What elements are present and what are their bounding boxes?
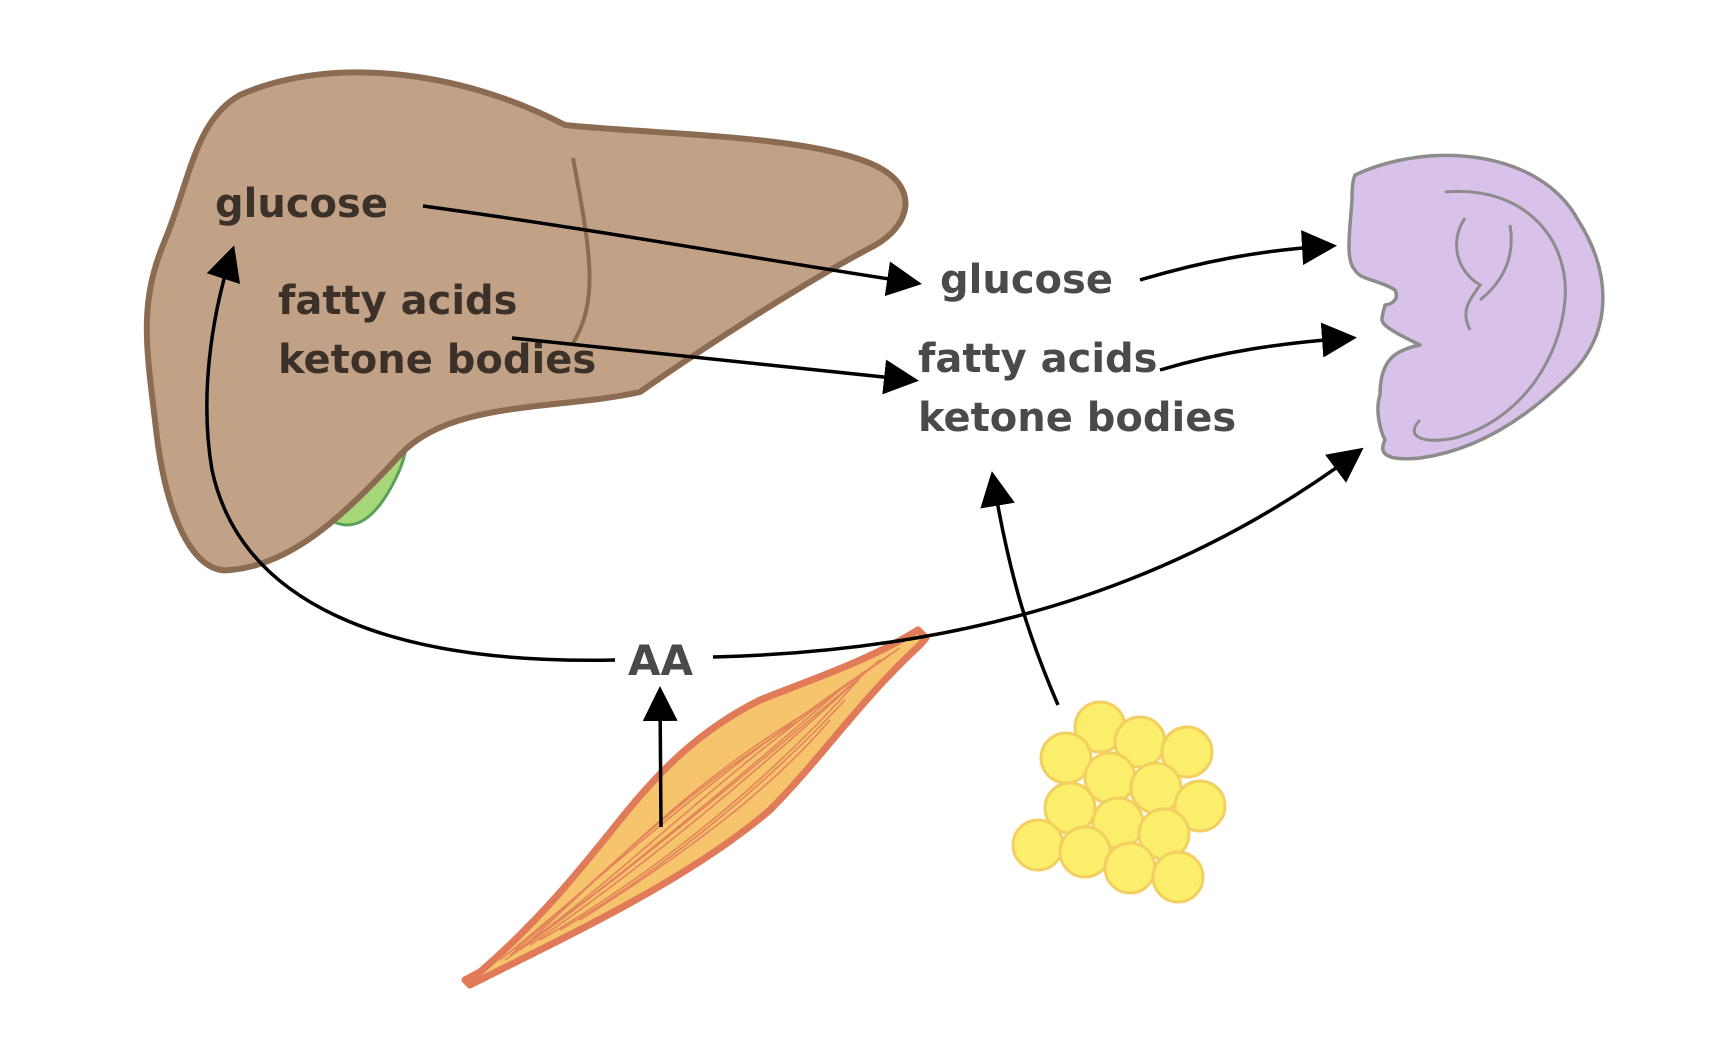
arrow-blood-glucose-to-fetus <box>1139 230 1337 282</box>
arrow-liver-glucose-to-blood <box>422 204 922 297</box>
liver-lobe-line <box>570 157 592 347</box>
liver-fatty-acids-label: fatty acids <box>278 278 518 324</box>
arrow-fat-to-blood-fatty-acids <box>980 471 1060 706</box>
fetus-limb-2 <box>1479 224 1513 302</box>
arrow-aa-to-liver-glucose <box>205 245 616 663</box>
amino-acids-label: AA <box>628 636 694 685</box>
blood-glucose-label: glucose <box>940 257 1113 303</box>
liver <box>143 69 909 574</box>
liver-glucose-label: glucose <box>215 181 388 227</box>
arrow-liver-fatty-acids-to-blood <box>511 336 919 395</box>
fetus-limb <box>1455 217 1483 331</box>
blood-fatty-acids-label: fatty acids <box>918 336 1158 382</box>
arrow-blood-fatty-acids-to-fetus <box>1159 322 1357 372</box>
fat-cells <box>1011 700 1227 904</box>
fetus <box>1347 153 1605 461</box>
blood-ketone-bodies-label: ketone bodies <box>918 395 1236 441</box>
arrow-muscle-to-aa <box>642 686 678 828</box>
arrow-aa-to-fetus <box>712 447 1364 659</box>
liver-ketone-bodies-label: ketone bodies <box>278 337 596 383</box>
fetus-inner-curve <box>1412 189 1567 442</box>
